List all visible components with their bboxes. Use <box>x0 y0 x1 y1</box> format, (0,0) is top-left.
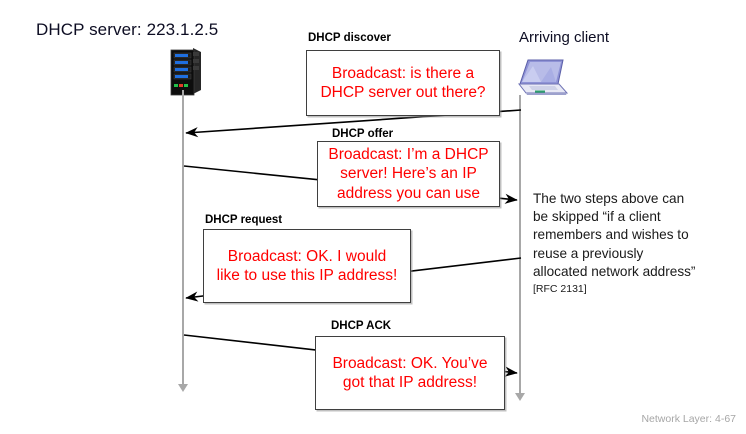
rfc-note-citation: [RFC 2131] <box>533 283 587 296</box>
rfc-note-line2: be skipped “if a client <box>533 209 661 225</box>
rfc-note-line1: The two steps above can <box>533 191 685 206</box>
message-label-dhcp-ack: DHCP ACK <box>331 320 392 332</box>
rfc-note-line3: remembers and wishes to <box>533 227 689 243</box>
slide-footer: Network Layer: 4-67 <box>641 413 736 425</box>
message-box-dhcp-discover: Broadcast: is there a DHCP server out th… <box>306 50 500 116</box>
rfc-note: The two steps above can be skipped “if a… <box>533 190 738 296</box>
rfc-note-line5: allocated network address” <box>533 263 696 279</box>
rfc-note-line4: reuse a previously <box>533 245 644 261</box>
server-title: DHCP server: 223.1.2.5 <box>36 20 219 39</box>
message-text-line2: server! Here’s an IP <box>340 165 477 183</box>
message-text-line1: Broadcast: OK. You’ve <box>332 354 488 372</box>
message-text-line2: like to use this IP address! <box>216 267 398 284</box>
client-lifeline <box>519 95 521 395</box>
message-label-dhcp-discover: DHCP discover <box>308 32 391 44</box>
message-label-dhcp-offer: DHCP offer <box>332 128 394 140</box>
message-text-line2: DHCP server out there? <box>320 84 486 101</box>
laptop-icon <box>513 58 569 98</box>
server-lifeline <box>182 90 184 386</box>
client-title: Arriving client <box>519 29 610 46</box>
message-text-line1: Broadcast: OK. I would <box>227 247 387 265</box>
message-label-dhcp-request: DHCP request <box>205 214 283 226</box>
client-lifeline-arrowhead <box>515 393 525 401</box>
message-text-line1: Broadcast: is there a <box>331 64 475 82</box>
message-text-line1: Broadcast: I’m a DHCP <box>328 145 489 163</box>
server-tower-icon <box>167 46 203 98</box>
message-box-dhcp-request: Broadcast: OK. I would like to use this … <box>203 229 411 303</box>
message-text-line3: address you can use <box>336 184 481 202</box>
message-box-dhcp-ack: Broadcast: OK. You’ve got that IP addres… <box>315 336 505 410</box>
server-lifeline-arrowhead <box>178 384 188 392</box>
message-text-line2: got that IP address! <box>342 374 478 391</box>
message-box-dhcp-offer: Broadcast: I’m a DHCP server! Here’s an … <box>317 141 500 207</box>
